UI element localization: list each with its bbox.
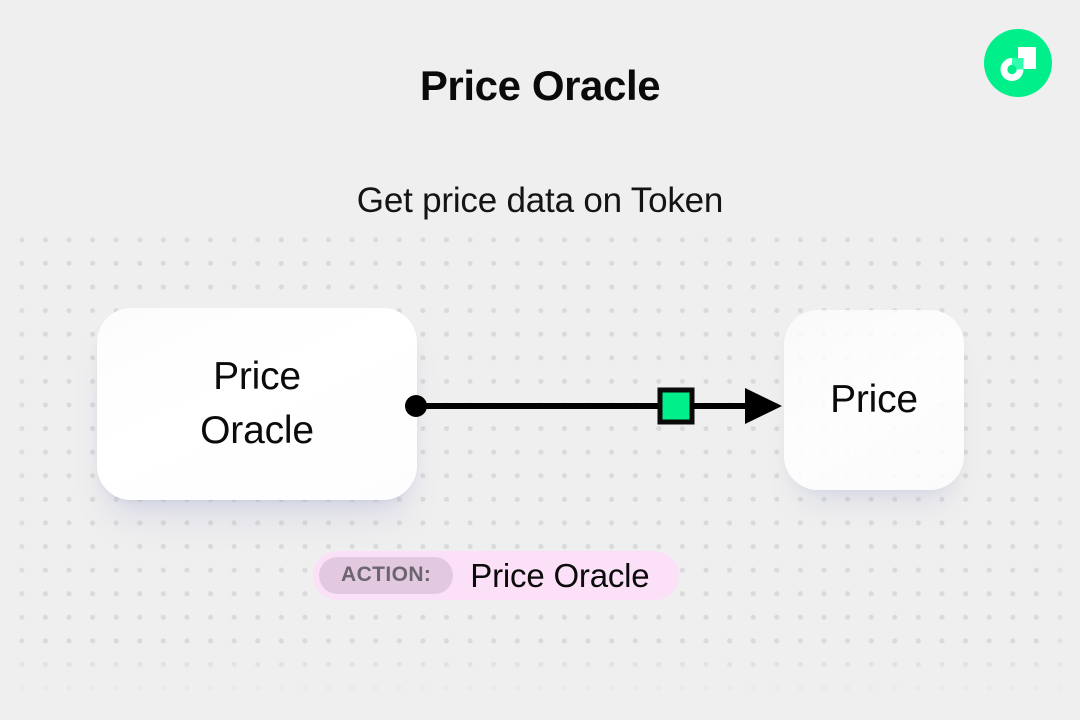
node-price-oracle-label: Price Oracle: [200, 355, 314, 452]
page-title: Price Oracle: [419, 62, 661, 109]
node-price-oracle[interactable]: Price Oracle: [97, 308, 417, 500]
flow-logo: [984, 29, 1052, 97]
action-badge-value: Price Oracle: [470, 556, 650, 594]
action-badge[interactable]: ACTION: Price Oracle: [313, 551, 680, 600]
input-arrowhead: [745, 388, 782, 424]
edge-handle-square[interactable]: [657, 387, 695, 425]
flow-logo-icon: [984, 29, 1052, 97]
page-subtitle: Get price data on Token: [356, 181, 724, 220]
node-price[interactable]: Price: [784, 310, 964, 490]
node-price-label: Price: [830, 378, 918, 421]
action-badge-key: ACTION:: [319, 557, 454, 594]
edge-connector[interactable]: [390, 378, 800, 434]
